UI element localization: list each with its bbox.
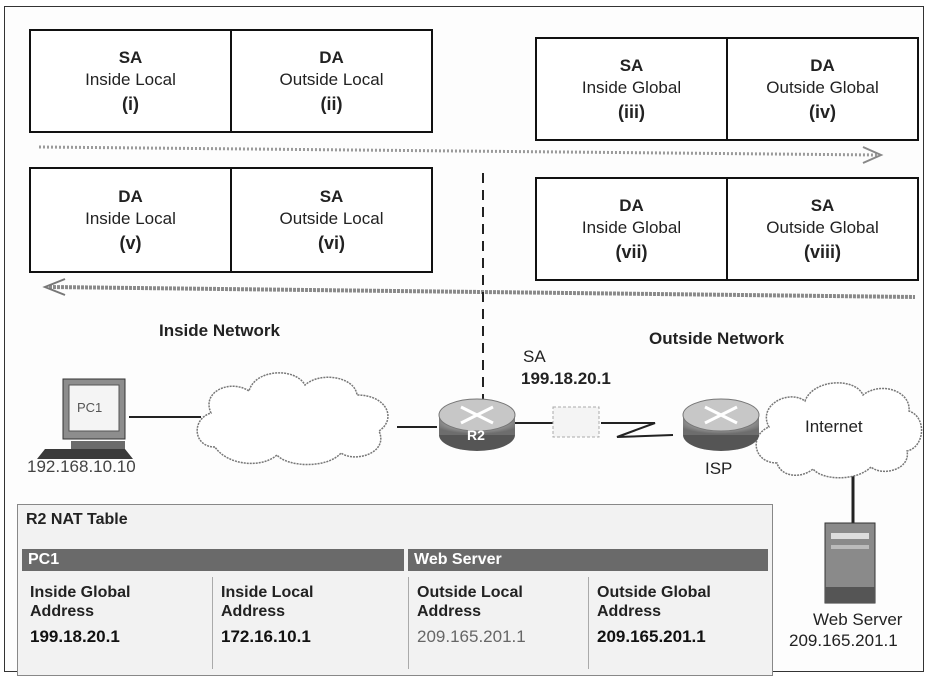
- router-isp-icon: [682, 398, 760, 451]
- nat-col-value: 209.165.201.1: [597, 627, 706, 646]
- pc-icon: [37, 378, 133, 459]
- cell-da-outside-local: DA Outside Local (ii): [230, 31, 431, 131]
- inbound-arrow: [42, 278, 916, 299]
- nat-col-value: 172.16.10.1: [221, 627, 311, 646]
- r2-label: R2: [467, 427, 485, 443]
- diagram-frame: SA Inside Local (i) DA Outside Local (ii…: [4, 6, 924, 676]
- outbound-arrow: [38, 145, 884, 164]
- cell-line-3: (ii): [320, 94, 343, 114]
- cell-sa-outside-global: SA Outside Global (viii): [726, 179, 917, 279]
- cell-line-3: (vii): [615, 242, 648, 262]
- packet-icon: [552, 406, 600, 438]
- sa-label: SA: [523, 347, 546, 366]
- cell-line-2: Inside Local: [85, 70, 176, 89]
- cell-line-3: (v): [119, 233, 142, 253]
- cell-line-1: SA: [810, 196, 835, 215]
- nat-group-pc1: PC1: [22, 549, 404, 571]
- cell-line-1: SA: [619, 56, 644, 75]
- nat-col-header: Inside Global: [30, 584, 131, 601]
- cell-line-1: DA: [319, 48, 344, 67]
- cell-line-2: Inside Global: [581, 218, 682, 237]
- cell-line-2: Outside Global: [766, 218, 879, 237]
- cell-line-2: Outside Local: [279, 70, 384, 89]
- server-name-label: Web Server: [813, 610, 903, 629]
- packet-box-outbound-outside: SA Inside Global (iii) DA Outside Global…: [535, 37, 919, 141]
- cell-line-3: (viii): [803, 242, 841, 262]
- cell-da-inside-local: DA Inside Local (v): [31, 169, 230, 271]
- cell-line-1: DA: [810, 56, 835, 75]
- cell-sa-outside-local: SA Outside Local (vi): [230, 169, 431, 271]
- packet-box-inbound-outside: DA Inside Global (vii) SA Outside Global…: [535, 177, 919, 281]
- cell-line-1: SA: [118, 48, 143, 67]
- cell-line-2: Inside Local: [85, 209, 176, 228]
- inside-network-label: Inside Network: [159, 321, 280, 340]
- cell-sa-inside-global: SA Inside Global (iii): [537, 39, 726, 139]
- cell-line-1: DA: [118, 187, 143, 206]
- nat-col-header: Outside Local: [417, 584, 523, 601]
- nat-col-header: Inside Local: [221, 584, 314, 601]
- pc-name-label: PC1: [77, 400, 103, 415]
- cell-line-1: SA: [319, 187, 344, 206]
- packet-box-inbound-inside: DA Inside Local (v) SA Outside Local (vi…: [29, 167, 433, 273]
- nat-col-header: Address: [597, 603, 662, 620]
- nat-col-header: Address: [417, 603, 482, 620]
- router-r2-icon: [438, 398, 516, 451]
- nat-col-value: 209.165.201.1: [417, 627, 526, 646]
- sa-ip-label: 199.18.20.1: [521, 369, 611, 388]
- cell-line-2: Outside Global: [766, 78, 879, 97]
- cell-line-3: (iii): [618, 102, 645, 122]
- cell-sa-inside-local: SA Inside Local (i): [31, 31, 230, 131]
- cell-line-3: (i): [122, 94, 139, 114]
- cell-da-inside-global: DA Inside Global (vii): [537, 179, 726, 279]
- internet-cloud-icon: [755, 382, 923, 479]
- nat-col-header: Outside Global: [597, 584, 711, 601]
- nat-col-header: Address: [30, 603, 95, 620]
- cell-line-2: Outside Local: [279, 209, 384, 228]
- pc-ip-label: 192.168.10.10: [27, 457, 136, 476]
- server-icon: [824, 522, 876, 604]
- server-ip-label: 209.165.201.1: [789, 631, 898, 650]
- inside-cloud-icon: [196, 372, 389, 466]
- cell-line-3: (vi): [318, 233, 345, 253]
- cell-line-1: DA: [619, 196, 644, 215]
- nat-group-web-server: Web Server: [408, 549, 768, 571]
- nat-table-title: R2 NAT Table: [26, 511, 128, 528]
- nat-col-value: 199.18.20.1: [30, 627, 120, 646]
- nat-table: R2 NAT Table PC1 Web Server Inside Globa…: [17, 504, 773, 676]
- outside-network-label: Outside Network: [649, 329, 785, 348]
- link-serial-isp: [601, 422, 674, 438]
- isp-label: ISP: [705, 459, 733, 478]
- internet-label: Internet: [805, 417, 863, 436]
- network-drawing: [37, 145, 923, 604]
- cell-line-2: Inside Global: [581, 78, 682, 97]
- packet-box-outbound-inside: SA Inside Local (i) DA Outside Local (ii…: [29, 29, 433, 133]
- cell-da-outside-global: DA Outside Global (iv): [726, 39, 917, 139]
- cell-line-3: (iv): [809, 102, 836, 122]
- nat-col-header: Address: [221, 603, 286, 620]
